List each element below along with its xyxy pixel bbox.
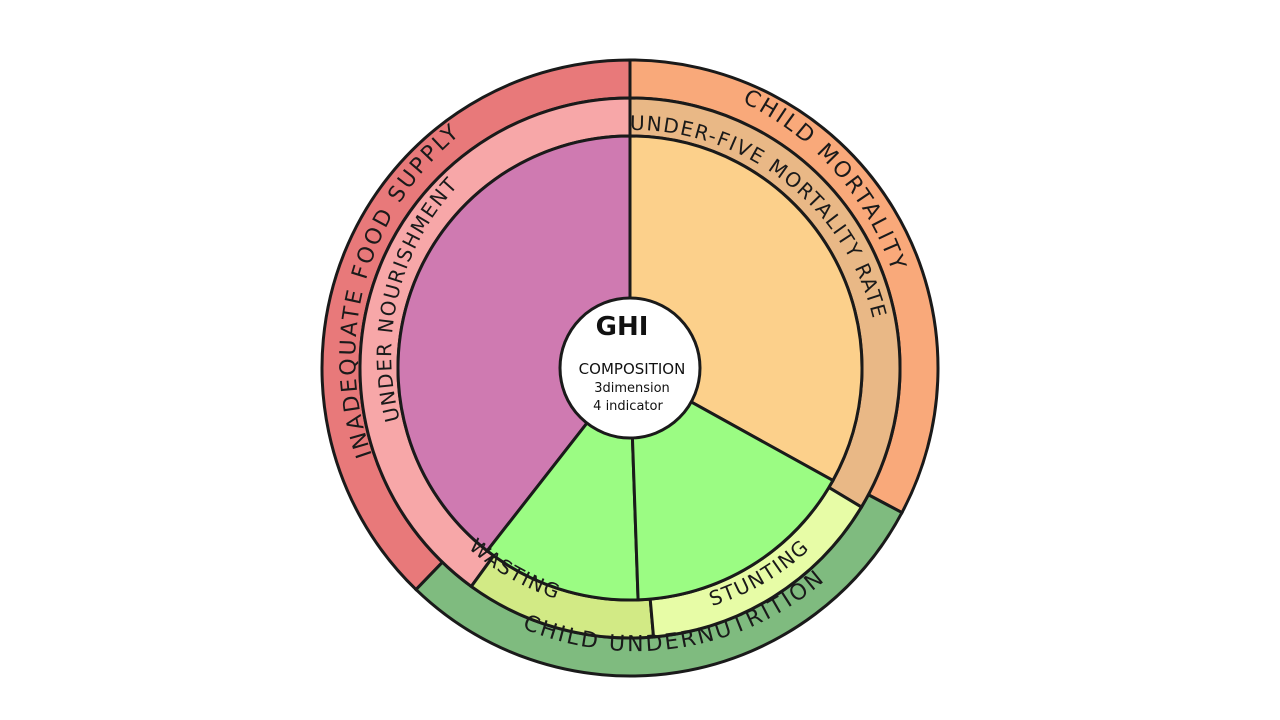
center-title: GHI [596, 312, 649, 342]
center-line-1: COMPOSITION [579, 360, 686, 378]
inner-segment-stunting [628, 365, 835, 602]
center-hub [558, 296, 702, 440]
inner-segment-undernourishment [396, 134, 632, 553]
center-line-3: 4 indicator [593, 399, 663, 414]
center-line-2: 3dimension [594, 381, 670, 396]
